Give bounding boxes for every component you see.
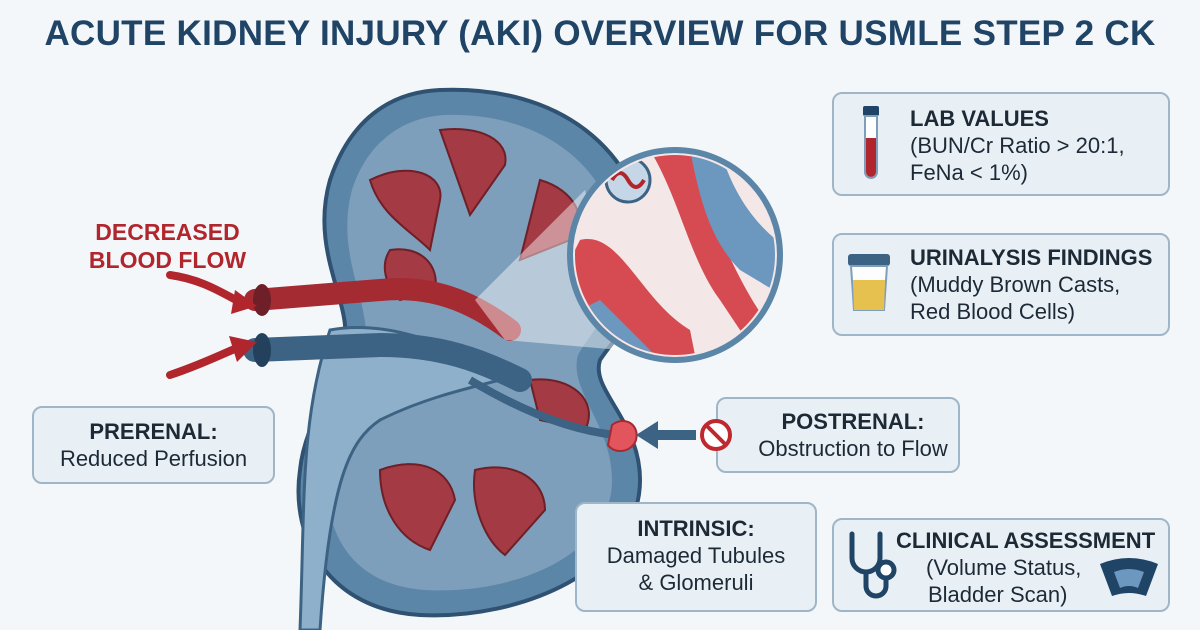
obstruction-icon [636, 419, 732, 451]
urinalysis-line1: (Muddy Brown Casts, [910, 272, 1121, 297]
prerenal-text: Reduced Perfusion [59, 446, 248, 471]
obstruction-mass [606, 420, 638, 452]
lab-values-box: LAB VALUES (BUN/Cr Ratio > 20:1, FeNa < … [832, 92, 1170, 196]
prerenal-heading: PRERENAL: [89, 419, 218, 444]
renal-pyramid [378, 463, 457, 552]
urine-cup-icon [848, 254, 890, 311]
renal-pyramid [473, 466, 547, 557]
clinical-heading: CLINICAL ASSESSMENT [896, 528, 1156, 553]
ultrasound-icon [1100, 558, 1158, 596]
intrinsic-line2: & Glomeruli [638, 570, 754, 595]
flow-label-line2: BLOOD FLOW [88, 247, 247, 273]
intrinsic-heading: INTRINSIC: [637, 516, 755, 541]
renal-pyramid [438, 128, 507, 218]
intrinsic-box: INTRINSIC: Damaged Tubules & Glomeruli [575, 502, 817, 612]
ureter-line [467, 376, 616, 439]
urinalysis-line2: Red Blood Cells) [910, 299, 1076, 324]
clinical-line2: Bladder Scan) [928, 582, 1068, 607]
page-title: ACUTE KIDNEY INJURY (AKI) OVERVIEW FOR U… [44, 14, 1156, 53]
blood-flow-arrows [166, 271, 257, 379]
renal-pyramid [368, 169, 442, 253]
prerenal-box: PRERENAL: Reduced Perfusion [32, 406, 275, 484]
decreased-blood-flow-label: DECREASED BLOOD FLOW [80, 218, 255, 274]
urinalysis-box: URINALYSIS FINDINGS (Muddy Brown Casts, … [832, 233, 1170, 336]
clinical-line1: (Volume Status, [926, 555, 1082, 580]
lab-values-heading: LAB VALUES [910, 106, 1049, 131]
postrenal-text: Obstruction to Flow [758, 436, 948, 461]
flow-label-line1: DECREASED [95, 219, 240, 245]
intrinsic-line1: Damaged Tubules [606, 543, 786, 568]
lab-values-line1: (BUN/Cr Ratio > 20:1, [910, 133, 1125, 158]
lab-values-line2: FeNa < 1%) [910, 160, 1028, 185]
renal-vein [243, 332, 532, 392]
test-tube-icon [863, 106, 879, 179]
renal-artery [244, 278, 521, 341]
postrenal-heading: POSTRENAL: [781, 409, 925, 434]
urinalysis-heading: URINALYSIS FINDINGS [910, 245, 1153, 270]
postrenal-box: POSTRENAL: Obstruction to Flow [716, 397, 960, 473]
stethoscope-icon [849, 531, 897, 599]
